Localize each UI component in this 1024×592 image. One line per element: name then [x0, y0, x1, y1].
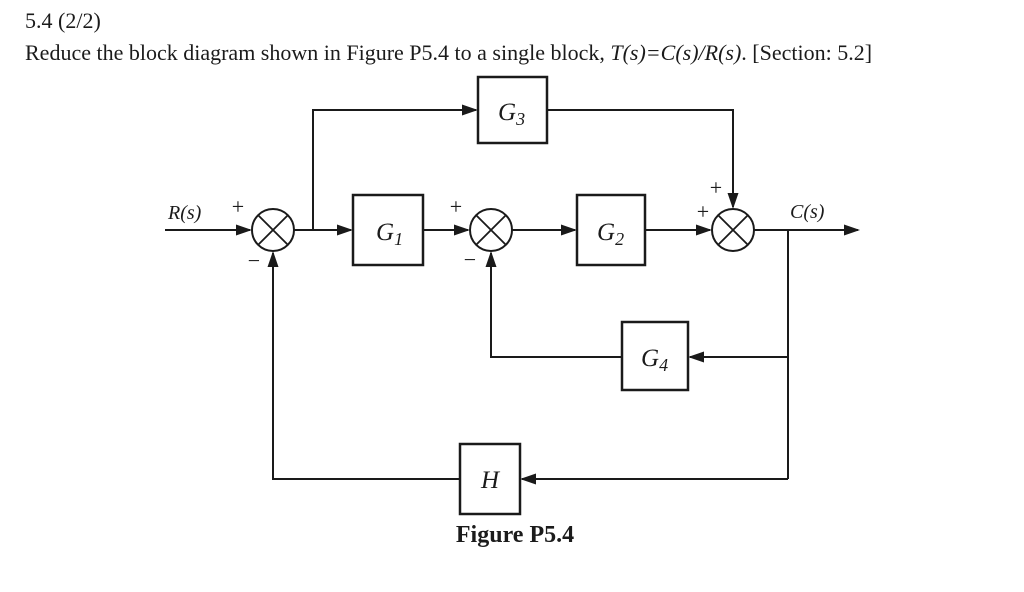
- block-g4: G4: [620, 320, 690, 392]
- summing-junction-3: + +: [697, 175, 755, 252]
- arrowhead-into-g2-icon: [561, 224, 577, 236]
- arrowhead-output-icon: [844, 224, 860, 236]
- arrowhead-into-g4-icon: [688, 351, 704, 363]
- summing-junction-2: + −: [450, 194, 513, 272]
- g3-to-sum3-wire: [547, 109, 734, 207]
- h-to-sum1-wire: [272, 253, 460, 480]
- g1-sub: 1: [394, 229, 403, 249]
- arrowhead-into-g3-icon: [462, 104, 478, 116]
- g2-box: [575, 193, 647, 267]
- instruction-text: Reduce the block diagram shown in Figure…: [25, 40, 872, 66]
- sum2-cross-icon: [475, 214, 507, 246]
- arrowhead-into-sum2-icon: [454, 224, 470, 236]
- g3-symbol: G: [498, 99, 516, 126]
- sum1-cross-icon: [257, 214, 289, 246]
- g2-sub: 2: [615, 229, 624, 249]
- arrowhead-into-sum1-icon: [236, 224, 252, 236]
- g1-symbol: G: [376, 219, 394, 246]
- sum3-cross-icon: [717, 214, 749, 246]
- g3-sub: 3: [515, 109, 525, 129]
- h-box: [458, 442, 522, 516]
- g2-label: G2: [597, 219, 624, 249]
- g4-to-sum2-wire: [490, 253, 622, 358]
- block-g2: G2: [575, 193, 647, 267]
- g2-symbol: G: [597, 219, 615, 246]
- arrowhead-into-sum2-bottom-icon: [485, 251, 497, 267]
- g4-symbol: G: [641, 345, 659, 372]
- g4-sub: 4: [659, 355, 668, 375]
- instruction-suffix: . [Section: 5.2]: [741, 40, 873, 65]
- sum2-plus-sign: +: [450, 194, 462, 219]
- sum1-plus-sign: +: [232, 194, 244, 219]
- arrowhead-into-sum1-bottom-icon: [267, 251, 279, 267]
- input-signal-label: R(s): [167, 202, 202, 224]
- arrowhead-into-sum3-icon: [696, 224, 712, 236]
- instruction-math: T(s)=C(s)/R(s): [610, 40, 742, 65]
- summing-junction-1: + −: [232, 194, 295, 273]
- block-g3: G3: [476, 75, 549, 145]
- g3-box: [476, 75, 549, 145]
- sum2-minus-sign: −: [464, 247, 476, 272]
- block-g1: G1: [351, 193, 425, 267]
- g4-box: [620, 320, 690, 392]
- arrowhead-into-h-icon: [520, 473, 536, 485]
- problem-number: 5.4 (2/2): [25, 8, 101, 33]
- arrowhead-into-g1-icon: [337, 224, 353, 236]
- branch-to-g3-wire: [312, 109, 476, 230]
- g4-label: G4: [641, 345, 668, 375]
- figure-caption: Figure P5.4: [456, 522, 574, 548]
- sum1-minus-sign: −: [248, 248, 260, 273]
- sum3-plus-left-sign: +: [697, 199, 709, 224]
- block-h: H: [458, 442, 522, 516]
- instruction-prefix: Reduce the block diagram shown in Figure…: [25, 40, 611, 65]
- g3-label: G3: [498, 99, 525, 129]
- arrowhead-into-sum3-top-icon: [727, 193, 739, 209]
- g1-label: G1: [376, 219, 403, 249]
- sum3-plus-top-sign: +: [710, 175, 722, 200]
- g1-box: [351, 193, 425, 267]
- output-signal-label: C(s): [790, 201, 825, 223]
- h-label: H: [480, 467, 501, 494]
